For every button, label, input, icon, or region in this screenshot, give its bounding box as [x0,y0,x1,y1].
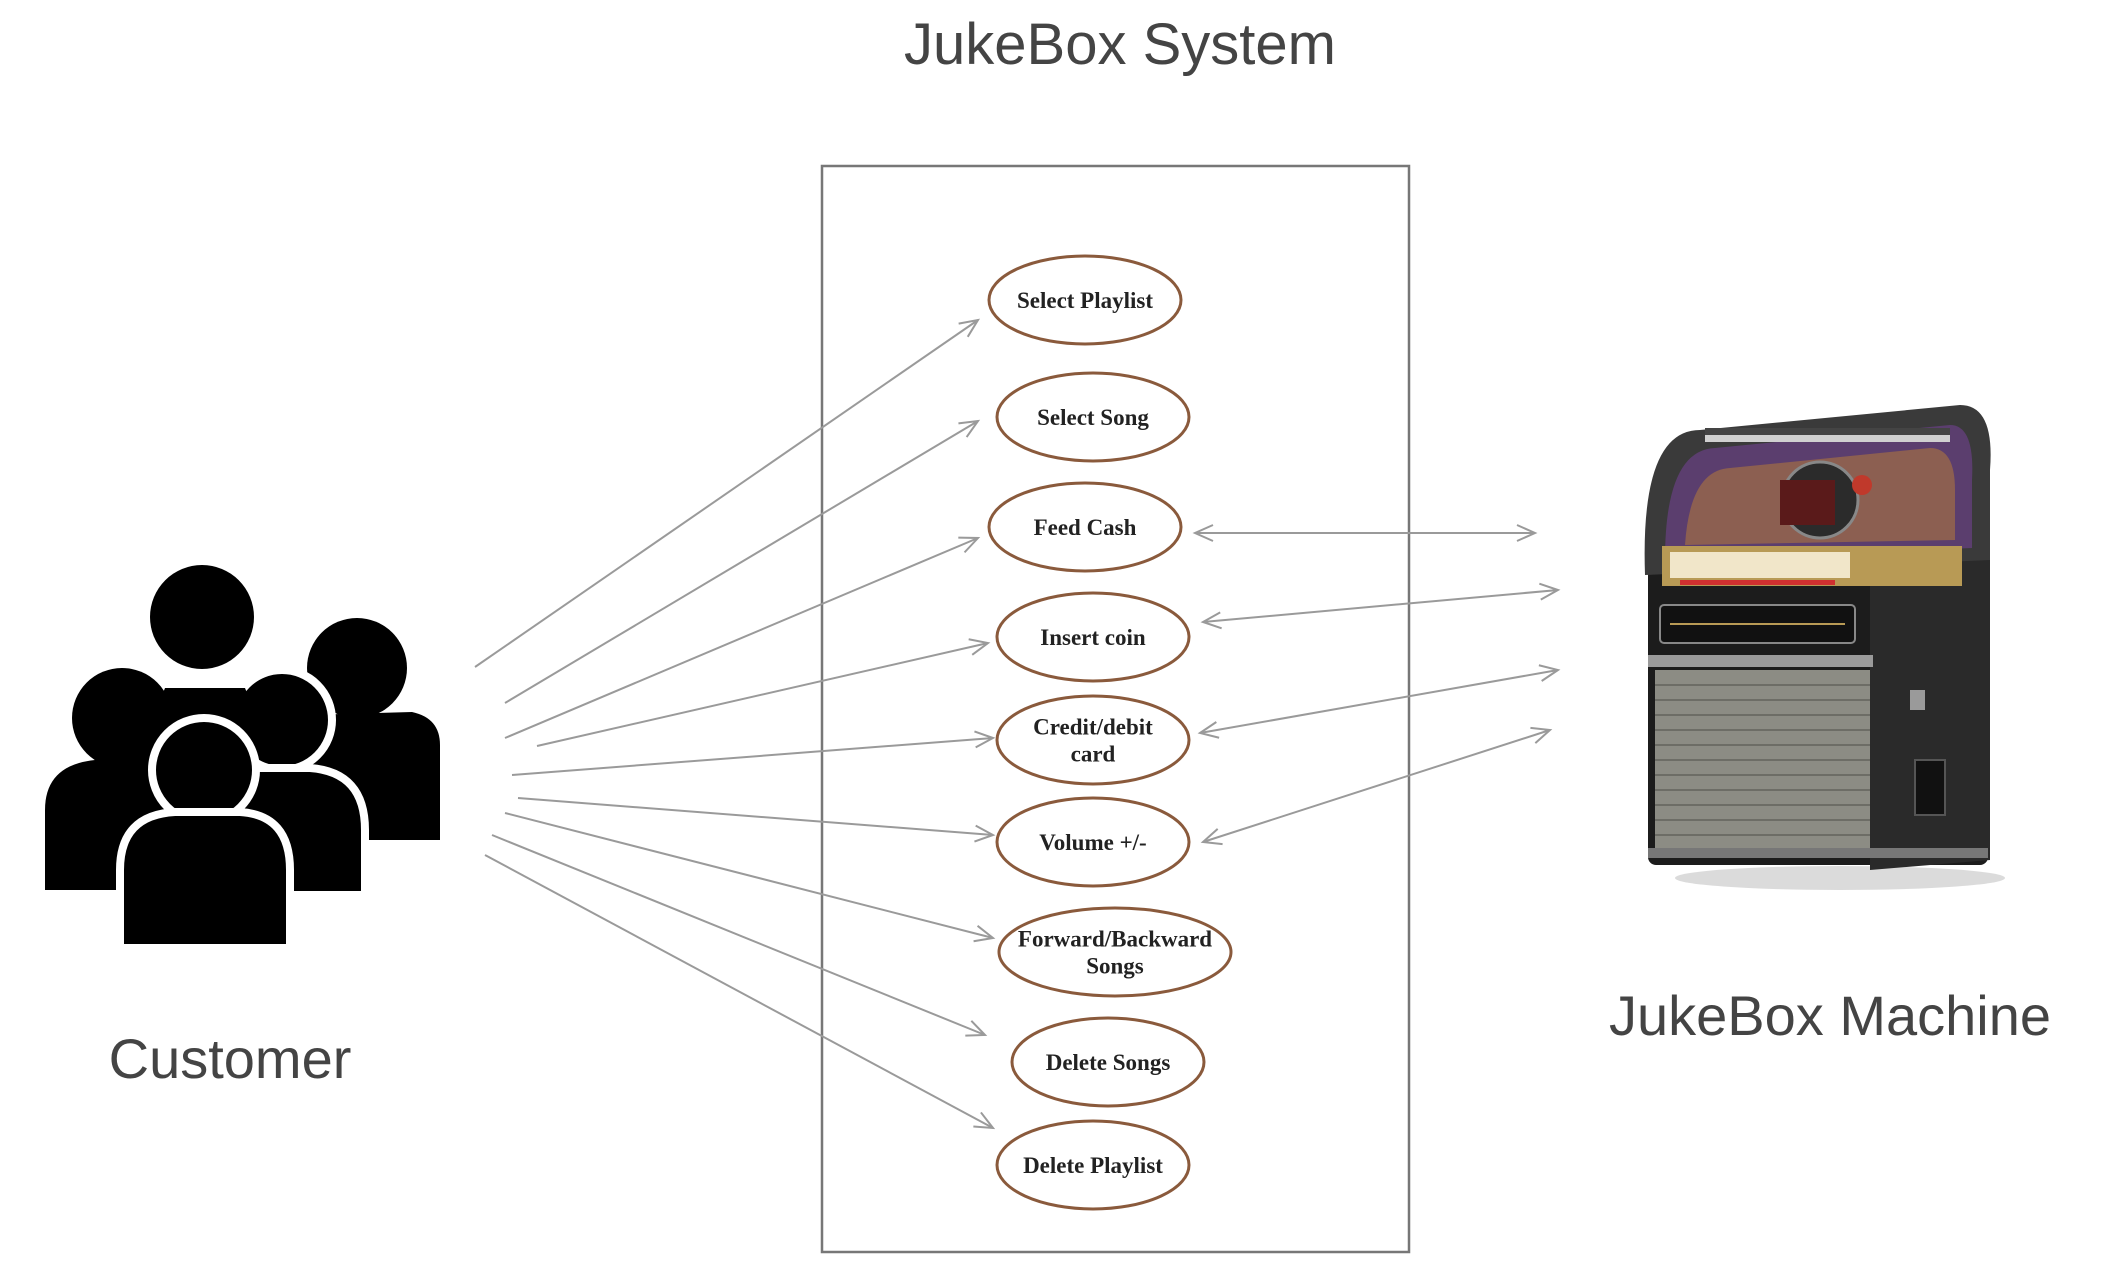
association-arrow [517,797,996,843]
use-case-delete-playlist: Delete Playlist [995,1119,1191,1211]
use-case-ellipse [995,591,1191,683]
association-arrow [491,834,988,1037]
use-case-delete-songs: Delete Songs [1010,1016,1206,1108]
use-case-ellipse [987,481,1183,573]
use-case-select-song: Select Song [995,371,1191,463]
use-case-ellipse [995,694,1191,786]
association-arrow [504,812,996,943]
jukebox-machine-label: JukeBox Machine [1609,984,2051,1047]
use-case-volume: Volume +/- [995,796,1191,888]
association-arrow [484,854,996,1130]
use-case-label: Select Song [1037,405,1149,430]
use-case-label: Volume +/- [1039,830,1146,855]
use-case-label: card [1071,742,1116,767]
association-arrow [1197,664,1561,739]
customer-associations [474,318,996,1130]
use-case-label: Delete Playlist [1023,1153,1163,1178]
use-case-label: Credit/debit [1033,715,1153,740]
use-case-ellipse [997,906,1233,998]
use-case-label: Select Playlist [1017,288,1153,313]
use-case-label: Songs [1086,954,1144,979]
use-case-ellipse [987,254,1183,346]
use-case-ellipse [995,796,1191,888]
association-arrow [504,419,981,704]
jukebox-image [1644,405,2005,890]
use-case-label: Forward/Backward [1018,927,1212,952]
association-arrow [1200,582,1561,630]
association-arrow [511,730,996,776]
machine-associations [1192,524,1561,846]
use-case-insert-coin: Insert coin [995,591,1191,683]
use-case-label: Delete Songs [1046,1050,1171,1075]
user-group-icon [45,565,440,952]
association-arrow [504,536,981,739]
use-case-feed-cash: Feed Cash [987,481,1183,573]
use-case-label: Feed Cash [1034,515,1137,540]
association-arrow [1200,726,1553,846]
association-arrow [536,638,991,747]
customer-label: Customer [109,1027,352,1090]
use-case-ellipse [995,371,1191,463]
use-case-ellipse [1010,1016,1206,1108]
association-arrow [474,318,981,668]
use-case-select-playlist: Select Playlist [987,254,1183,346]
diagram-title: JukeBox System [904,12,1336,77]
use-case-ellipse [995,1119,1191,1211]
use-case-label: Insert coin [1040,625,1146,650]
